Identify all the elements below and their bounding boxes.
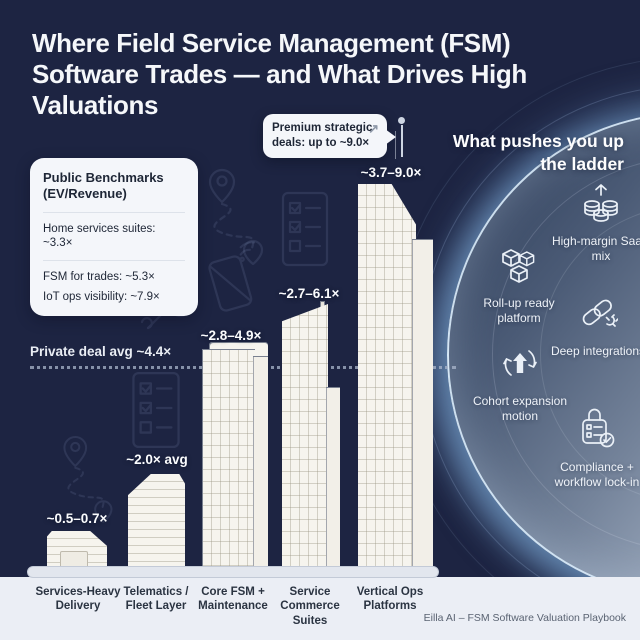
ladder-item-label: Roll-up ready platform xyxy=(483,296,555,325)
bottom-strip xyxy=(0,577,640,640)
bar-service-commerce-suites xyxy=(282,304,328,570)
ground-platform xyxy=(27,566,439,578)
footer-credit: Eilla AI – FSM Software Valuation Playbo… xyxy=(423,612,626,624)
bar-telematics-fleet-layer xyxy=(128,474,185,570)
ladder-item-compliance-lockin: Compliance + workflow lock-in xyxy=(538,406,640,490)
ladder-item-rollup-ready: Roll-up ready platform xyxy=(463,248,575,326)
premium-deals-callout: Premium strategic deals: up to ~9.0× ↗ xyxy=(263,114,387,158)
bar-vertical-ops-platforms xyxy=(358,184,416,570)
ladder-item-deep-integrations: Deep integrations xyxy=(541,294,640,359)
ladder-item-label: High-margin SaaS mix xyxy=(551,234,640,263)
bar-value-label-1: ~0.5–0.7× xyxy=(46,511,108,526)
callout-pin-dot xyxy=(398,117,405,124)
ladder-item-label: Deep integrations xyxy=(550,344,640,358)
ladder-item-cohort-expansion: Cohort expansion motion xyxy=(466,342,574,424)
category-label-vertical-ops-platforms: Vertical Ops Platforms xyxy=(356,586,424,613)
ladder-item-high-margin-saas: High-margin SaaS mix xyxy=(545,182,640,264)
benchmark-item: FSM for trades: ~5.3× xyxy=(43,271,155,284)
page-title: Where Field Service Management (FSM) Sof… xyxy=(32,28,527,121)
premium-deals-label: Premium strategic deals: up to ~9.0× xyxy=(272,122,373,149)
public-benchmarks-card: Public Benchmarks (EV/Revenue) Home serv… xyxy=(30,158,198,317)
route-map-pins-icon xyxy=(180,160,280,265)
bar-core-fsm-maintenance xyxy=(203,350,255,570)
bar-value-label-5: ~3.7–9.0× xyxy=(360,165,422,180)
building-side-face xyxy=(253,357,268,570)
divider xyxy=(43,211,185,213)
arrow-up-right-icon: ↗ xyxy=(368,121,379,136)
building-side-face xyxy=(412,240,433,570)
category-label-service-commerce-suites: Service Commerce Suites xyxy=(280,586,340,627)
checklist-clipboard-icon xyxy=(280,190,330,268)
checklist-clipboard-icon xyxy=(130,370,182,450)
cubes-icon xyxy=(500,248,538,291)
callout-pin-line xyxy=(401,125,403,157)
bar-value-label-2: ~2.0× avg xyxy=(126,452,188,467)
lock-checklist-icon xyxy=(576,406,618,455)
coins-up-icon xyxy=(582,182,620,229)
benchmark-item: IoT ops visibility: ~7.9× xyxy=(43,291,160,304)
private-deal-avg-label: Private deal avg ~4.4× xyxy=(30,344,172,359)
divider xyxy=(43,260,185,262)
route-map-pins-icon xyxy=(35,428,130,523)
phone-wifi-icon xyxy=(197,238,273,318)
ladder-section-title: What pushes you up the ladder xyxy=(452,131,624,174)
benchmark-item: Home services suites: ~3.3× xyxy=(43,222,156,250)
ladder-item-label: Compliance + workflow lock-in xyxy=(554,460,640,489)
building-side-face xyxy=(326,388,340,570)
category-label-telematics-fleet-layer: Telematics / Fleet Layer xyxy=(123,586,189,613)
benchmarks-card-title: Public Benchmarks (EV/Revenue) xyxy=(43,170,164,202)
cycle-up-arrow-icon xyxy=(499,342,541,389)
category-label-services-heavy-delivery: Services-Heavy Delivery xyxy=(35,586,121,613)
callout-pin-line-secondary xyxy=(395,131,396,159)
category-label-core-fsm-maintenance: Core FSM + Maintenance xyxy=(198,586,268,613)
bar-value-label-4: ~2.7–6.1× xyxy=(278,286,340,301)
link-plug-icon xyxy=(578,294,619,339)
bar-value-label-3: ~2.8–4.9× xyxy=(200,328,262,343)
ladder-item-label: Cohort expansion motion xyxy=(472,394,568,423)
callout-tail xyxy=(385,129,396,145)
